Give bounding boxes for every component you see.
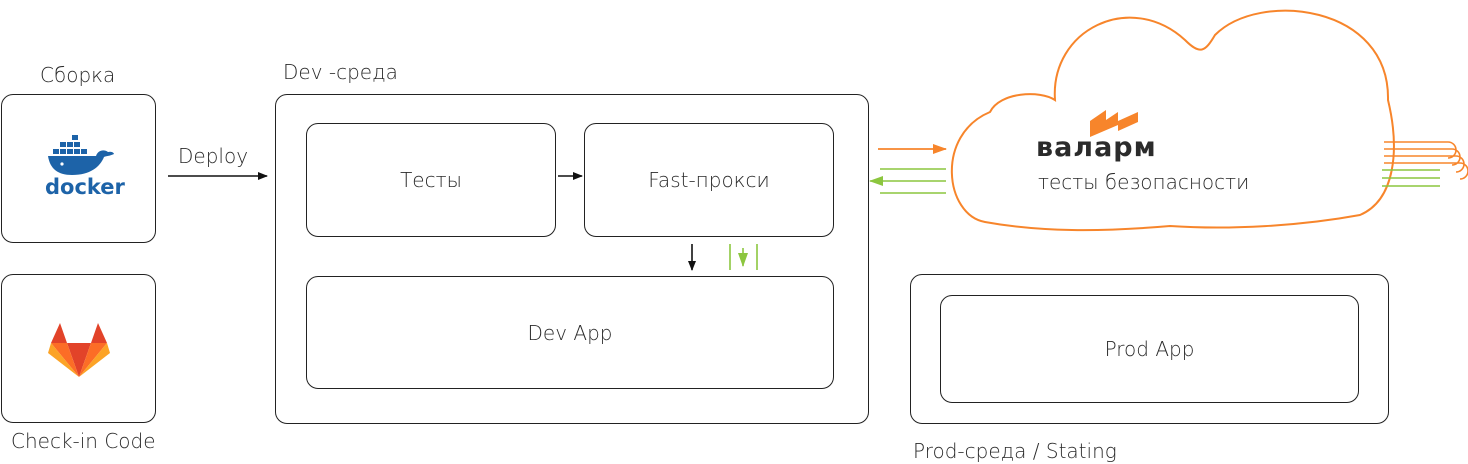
proxy-app-green-arrows [729,244,758,270]
fast-proxy-label: Fast-прокси [648,168,770,192]
dev-app-label: Dev App [527,320,613,345]
prod-app-label: Prod App [1104,337,1195,361]
cloud-shape [950,9,1395,232]
build-label: Сборка [40,63,116,87]
prod-env-label: Prod-среда / Stating [913,439,1117,463]
tests-label: Тесты [400,168,462,192]
gitlab-fox-icon [48,323,110,377]
dev-env-label: Dev -среда [283,60,398,84]
docker-box: docker [1,94,156,243]
docker-logo-text: docker [45,175,125,199]
cloud-tail-green-lines [1382,169,1440,187]
cloud-subtitle: тесты безопасности [1038,170,1250,194]
valarm-logo-icon [1090,110,1138,137]
checkin-label: Check-in Code [11,429,156,453]
docker-whale-icon [48,135,114,175]
tests-box: Тесты [306,123,556,237]
fast-proxy-box: Fast-прокси [584,123,834,237]
cloud-tail-lines [1384,141,1468,180]
deploy-label: Deploy [178,144,249,168]
prod-app-box: Prod App [940,295,1359,403]
valarm-brand: валарм [1036,132,1157,163]
cloud-to-proxy-arrows [869,168,946,194]
dev-app-box: Dev App [306,276,834,389]
gitlab-box [1,274,156,423]
